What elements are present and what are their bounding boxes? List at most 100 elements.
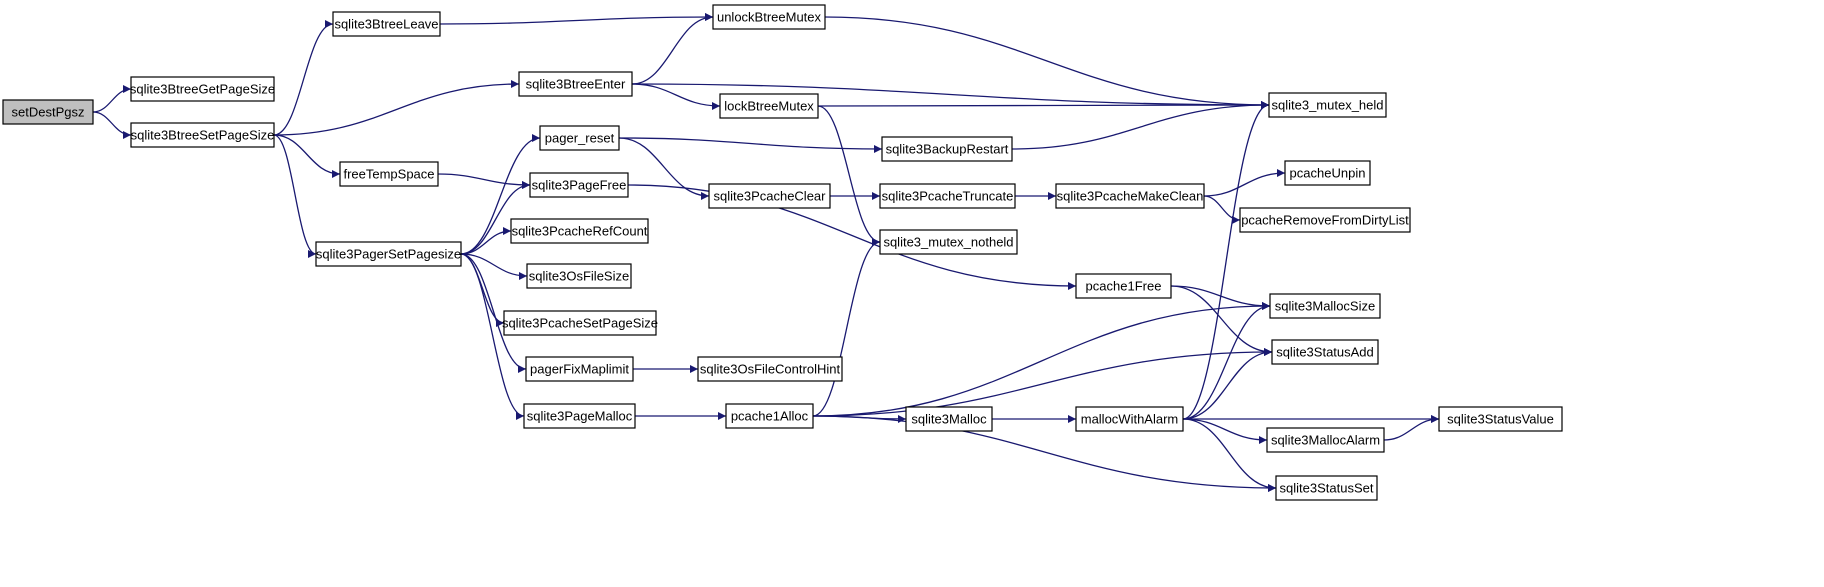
edge-lock-btree-mutex-to-sqlite3-mutex-held [817, 101, 1270, 110]
node-box [879, 183, 1016, 209]
node-sqlite3-mutex-notheld[interactable]: sqlite3_mutex_notheld [879, 229, 1018, 255]
node-label: sqlite3BtreeLeave [334, 17, 438, 32]
edge-sqlite3-pager-set-pagesize-to-sqlite3-page-free [460, 181, 531, 255]
node-label: mallocWithAlarm [1081, 412, 1179, 427]
node-sqlite3-pcache-clear[interactable]: sqlite3PcacheClear [708, 183, 831, 209]
edge-malloc-with-alarm-to-sqlite3-malloc-alarm [1182, 418, 1268, 444]
node-sqlite3-pcache-make-clean[interactable]: sqlite3PcacheMakeClean [1055, 183, 1205, 209]
node-box [130, 122, 275, 148]
node-box [708, 183, 831, 209]
edge-sqlite3-pager-set-pagesize-to-sqlite3-pcache-ref-count [460, 227, 512, 255]
node-sqlite3-status-add[interactable]: sqlite3StatusAdd [1271, 339, 1379, 365]
node-layer: setDestPgsz sqlite3BtreeGetPageSize sqlite… [2, 4, 1563, 501]
node-sqlite3-btree-set-page-size[interactable]: sqlite3BtreeSetPageSize [130, 122, 275, 148]
node-sqlite3-page-free[interactable]: sqlite3PageFree [529, 172, 629, 198]
node-sqlite3-malloc-alarm[interactable]: sqlite3MallocAlarm [1266, 427, 1385, 453]
node-box [905, 406, 993, 432]
edge-pager-reset-to-sqlite3-backup-restart [618, 137, 883, 153]
node-label: setDestPgsz [12, 105, 85, 120]
edge-sqlite3-btree-set-page-size-to-sqlite3-btree-enter [273, 80, 520, 136]
node-sqlite3-pcache-truncate[interactable]: sqlite3PcacheTruncate [879, 183, 1016, 209]
node-sqlite3-os-file-size[interactable]: sqlite3OsFileSize [526, 263, 632, 289]
node-sqlite3-malloc-size[interactable]: sqlite3MallocSize [1269, 293, 1381, 319]
edge-sqlite3-pager-set-pagesize-to-pager-fix-maplimit [460, 253, 527, 373]
node-pcache1-alloc[interactable]: pcache1Alloc [725, 403, 814, 429]
node-lock-btree-mutex[interactable]: lockBtreeMutex [719, 93, 819, 119]
edge-set-dest-pgsz-to-sqlite3-btree-set-page-size [92, 111, 132, 139]
node-box [526, 263, 632, 289]
node-box [2, 99, 94, 125]
node-box [1269, 293, 1381, 319]
edge-unlock-btree-mutex-to-sqlite3-mutex-held [824, 16, 1270, 109]
node-pcache-remove-from-dirty-list[interactable]: pcacheRemoveFromDirtyList [1239, 207, 1411, 233]
node-label: sqlite3PageFree [532, 178, 627, 193]
edge-sqlite3-backup-restart-to-sqlite3-mutex-held [1011, 101, 1270, 150]
node-box [529, 172, 629, 198]
node-sqlite3-status-value[interactable]: sqlite3StatusValue [1438, 406, 1563, 432]
node-label: sqlite3PcacheSetPageSize [502, 316, 658, 331]
node-label: sqlite3PagerSetPagesize [316, 247, 461, 262]
edge-malloc-with-alarm-to-sqlite3-mutex-held [1182, 101, 1270, 420]
node-label: pcache1Free [1086, 279, 1162, 294]
node-label: sqlite3MallocSize [1275, 299, 1375, 314]
node-box [725, 403, 814, 429]
node-sqlite3-backup-restart[interactable]: sqlite3BackupRestart [881, 136, 1013, 162]
node-label: sqlite3MallocAlarm [1271, 433, 1380, 448]
node-box [315, 241, 462, 267]
edge-layer [92, 13, 1440, 492]
node-pager-fix-maplimit[interactable]: pagerFixMaplimit [525, 356, 634, 382]
node-pcache1-free[interactable]: pcache1Free [1075, 273, 1172, 299]
node-label: sqlite3PageMalloc [527, 409, 633, 424]
node-sqlite3-pcache-set-page-size[interactable]: sqlite3PcacheSetPageSize [502, 310, 658, 336]
edge-pcache1-alloc-to-sqlite3-mutex-notheld [812, 238, 881, 417]
edge-sqlite3-btree-set-page-size-to-sqlite3-pager-set-pagesize [273, 134, 317, 258]
node-sqlite3-page-malloc[interactable]: sqlite3PageMalloc [523, 403, 636, 429]
node-free-temp-space[interactable]: freeTempSpace [339, 161, 439, 187]
node-label: sqlite3StatusAdd [1276, 345, 1374, 360]
node-sqlite3-os-file-control-hint[interactable]: sqlite3OsFileControlHint [697, 356, 843, 382]
node-box [1284, 160, 1371, 186]
node-label: sqlite3PcacheRefCount [512, 224, 648, 239]
node-unlock-btree-mutex[interactable]: unlockBtreeMutex [712, 4, 826, 30]
node-box [503, 310, 657, 336]
node-label: pagerFixMaplimit [530, 362, 629, 377]
edge-sqlite3-page-free-to-pcache1-free [627, 184, 1077, 290]
node-sqlite3-mutex-held[interactable]: sqlite3_mutex_held [1268, 92, 1387, 118]
node-label: lockBtreeMutex [724, 99, 814, 114]
node-label: sqlite3BackupRestart [886, 142, 1009, 157]
node-pager-reset[interactable]: pager_reset [539, 125, 620, 151]
node-label: sqlite3OsFileControlHint [700, 362, 841, 377]
edge-malloc-with-alarm-to-sqlite3-status-add [1182, 348, 1273, 420]
node-sqlite3-pager-set-pagesize[interactable]: sqlite3PagerSetPagesize [315, 241, 462, 267]
node-label: sqlite3PcacheMakeClean [1057, 189, 1204, 204]
node-sqlite3-malloc[interactable]: sqlite3Malloc [905, 406, 993, 432]
node-malloc-with-alarm[interactable]: mallocWithAlarm [1075, 406, 1184, 432]
node-label: sqlite3StatusValue [1447, 412, 1554, 427]
node-box [130, 76, 275, 102]
node-box [1438, 406, 1563, 432]
edge-sqlite3-btree-set-page-size-to-sqlite3-btree-leave [273, 20, 334, 136]
node-label: unlockBtreeMutex [717, 10, 822, 25]
node-box [712, 4, 826, 30]
node-label: sqlite3Malloc [911, 412, 987, 427]
node-pcache-unpin[interactable]: pcacheUnpin [1284, 160, 1371, 186]
edge-sqlite3-pcache-make-clean-to-pcache-unpin [1203, 169, 1286, 197]
node-label: sqlite3BtreeEnter [526, 77, 626, 92]
edge-sqlite3-btree-set-page-size-to-free-temp-space [273, 134, 341, 178]
edge-sqlite3-pager-set-pagesize-to-sqlite3-page-malloc [460, 253, 525, 420]
node-box [1271, 339, 1379, 365]
node-box [1268, 92, 1387, 118]
node-box [1275, 475, 1378, 501]
node-sqlite3-status-set[interactable]: sqlite3StatusSet [1275, 475, 1378, 501]
edge-sqlite3-btree-enter-to-lock-btree-mutex [631, 83, 721, 110]
node-sqlite3-pcache-ref-count[interactable]: sqlite3PcacheRefCount [510, 218, 649, 244]
node-box [523, 403, 636, 429]
node-set-dest-pgsz[interactable]: setDestPgsz [2, 99, 94, 125]
edge-sqlite3-btree-enter-to-unlock-btree-mutex [631, 13, 714, 85]
node-sqlite3-btree-get-page-size[interactable]: sqlite3BtreeGetPageSize [130, 76, 275, 102]
node-box [697, 356, 843, 382]
node-sqlite3-btree-enter[interactable]: sqlite3BtreeEnter [518, 71, 633, 97]
node-label: sqlite3StatusSet [1280, 481, 1374, 496]
edge-pcache1-alloc-to-sqlite3-status-set [812, 415, 1277, 492]
node-sqlite3-btree-leave[interactable]: sqlite3BtreeLeave [332, 11, 441, 37]
